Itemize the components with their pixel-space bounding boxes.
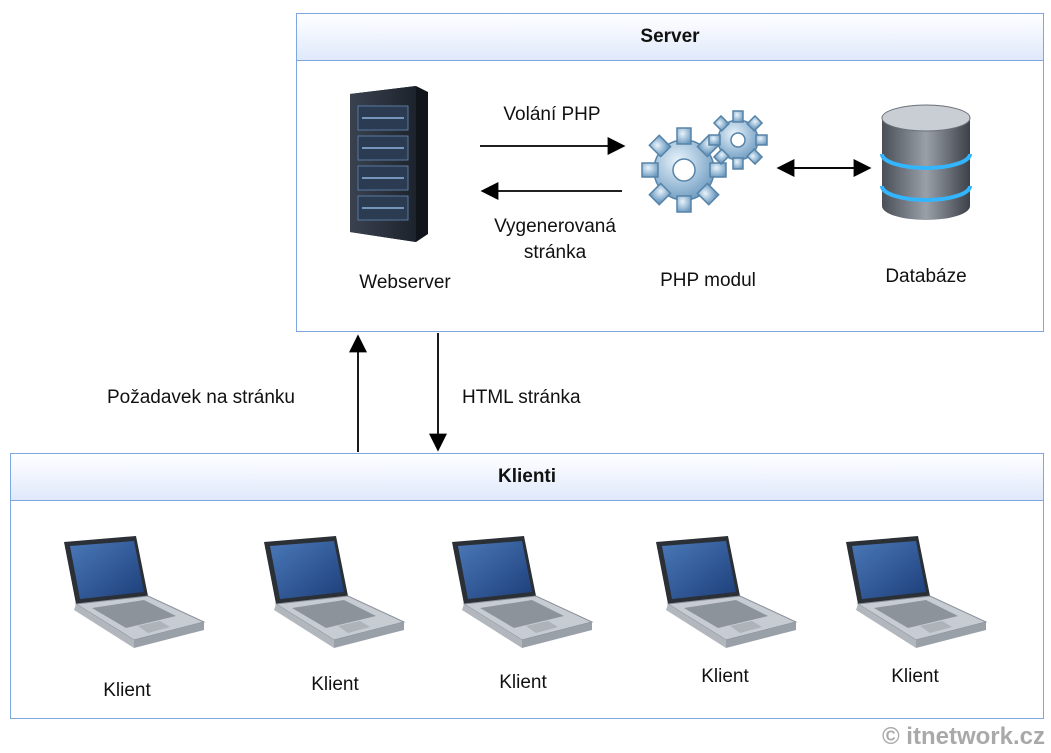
client-label: Klient	[891, 666, 939, 687]
php-call-label: Volání PHP	[503, 104, 601, 125]
html-page-label: HTML stránka	[462, 387, 581, 408]
page-request-label: Požadavek na stránku	[106, 387, 295, 408]
php-module-label: PHP modul	[660, 270, 756, 291]
laptop-icon	[452, 536, 594, 648]
database-icon	[880, 104, 972, 220]
gears-icon	[641, 110, 768, 213]
laptop-icon	[64, 536, 206, 648]
laptop-icon	[264, 536, 406, 648]
server-rack-icon	[350, 86, 428, 242]
client-label: Klient	[311, 674, 359, 695]
watermark: © itnetwork.cz	[881, 723, 1045, 750]
generated-page-label-line1: Vygenerovaná	[494, 216, 616, 237]
database-label: Databáze	[885, 266, 967, 287]
laptop-icon	[846, 536, 988, 648]
client-label: Klient	[499, 672, 547, 693]
client-label: Klient	[103, 680, 151, 701]
server-panel-title: Server	[297, 14, 1043, 61]
client-label: Klient	[701, 666, 749, 687]
clients-panel-title: Klienti	[11, 454, 1043, 501]
webserver-label: Webserver	[359, 272, 451, 293]
generated-page-label-line2: stránka	[523, 242, 587, 263]
laptop-icon	[656, 536, 798, 648]
